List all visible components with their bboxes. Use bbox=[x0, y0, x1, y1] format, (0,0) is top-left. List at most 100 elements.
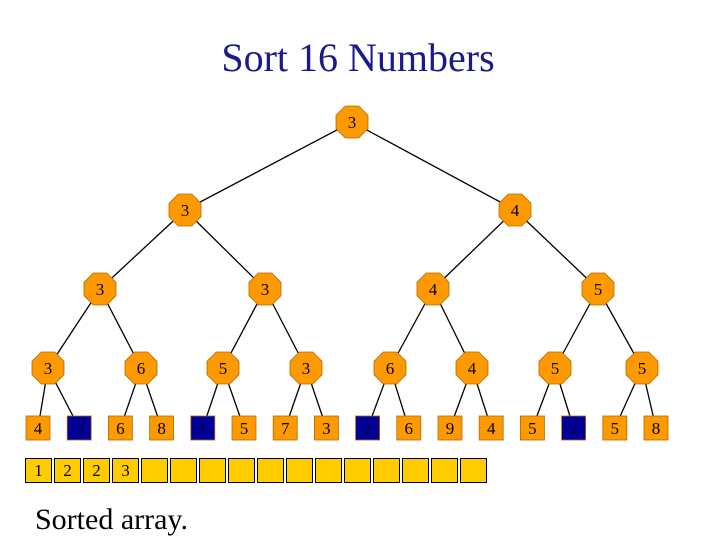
node-value: 3 bbox=[261, 280, 270, 299]
slide-title: Sort 16 Numbers bbox=[221, 35, 495, 80]
tree-node: 3 bbox=[289, 351, 323, 385]
node-value: 3 bbox=[75, 419, 84, 438]
tree-node: 5 bbox=[581, 272, 615, 306]
leaf-box bbox=[25, 415, 51, 441]
tree-edge bbox=[99, 209, 186, 290]
tree-node: 5 bbox=[538, 351, 572, 385]
array-cell bbox=[228, 458, 255, 483]
node-octagon bbox=[416, 272, 450, 306]
leaf-node: 9 bbox=[437, 415, 463, 441]
tree-node: 3 bbox=[168, 193, 202, 227]
tree-node: 6 bbox=[373, 351, 407, 385]
leaf-box bbox=[272, 415, 298, 441]
node-value: 5 bbox=[551, 359, 560, 378]
leaf-box bbox=[520, 415, 545, 441]
tree-edge bbox=[514, 209, 599, 290]
node-value: 2 bbox=[569, 419, 578, 438]
node-value: 1 bbox=[199, 419, 208, 438]
tree-node: 6 bbox=[124, 351, 158, 385]
node-value: 6 bbox=[386, 359, 395, 378]
tree-edge bbox=[184, 209, 266, 290]
node-value: 5 bbox=[594, 280, 603, 299]
leaf-node: 2 bbox=[561, 415, 586, 441]
tree-node: 5 bbox=[206, 351, 240, 385]
node-value: 3 bbox=[181, 201, 190, 220]
tree-node: 5 bbox=[625, 351, 659, 385]
node-value: 5 bbox=[611, 419, 620, 438]
node-value: 3 bbox=[348, 113, 357, 132]
node-value: 5 bbox=[638, 359, 647, 378]
node-value: 6 bbox=[116, 419, 125, 438]
array-cell: 3 bbox=[112, 458, 139, 483]
array-cell: 1 bbox=[25, 458, 52, 483]
node-octagon bbox=[289, 351, 323, 385]
leaf-box bbox=[478, 415, 504, 441]
array-cell bbox=[344, 458, 371, 483]
array-cell bbox=[315, 458, 342, 483]
tree-node: 4 bbox=[416, 272, 450, 306]
node-octagon bbox=[248, 272, 282, 306]
leaf-node: 5 bbox=[520, 415, 545, 441]
node-value: 9 bbox=[446, 419, 455, 438]
leaf-box bbox=[66, 415, 92, 441]
leaf-node: 5 bbox=[602, 415, 628, 441]
array-cell: 2 bbox=[83, 458, 110, 483]
leaf-box bbox=[437, 415, 463, 441]
node-octagon bbox=[625, 351, 659, 385]
tree-node: 3 bbox=[335, 105, 369, 139]
node-value: 4 bbox=[429, 280, 438, 299]
node-value: 2 bbox=[363, 419, 372, 438]
leaf-box bbox=[602, 415, 628, 441]
node-value: 3 bbox=[44, 359, 53, 378]
node-value: 7 bbox=[281, 419, 290, 438]
sorted-array-label: Sorted array. bbox=[35, 503, 188, 536]
node-octagon bbox=[83, 272, 117, 306]
node-value: 3 bbox=[302, 359, 311, 378]
node-value: 6 bbox=[405, 419, 414, 438]
node-value: 4 bbox=[468, 359, 477, 378]
array-cell bbox=[199, 458, 226, 483]
leaf-node: 7 bbox=[272, 415, 298, 441]
array-cell bbox=[257, 458, 284, 483]
node-octagon bbox=[31, 351, 65, 385]
node-octagon bbox=[455, 351, 489, 385]
leaf-node: 1 bbox=[190, 415, 216, 441]
node-value: 5 bbox=[219, 359, 228, 378]
leaf-box bbox=[149, 415, 175, 441]
array-cell bbox=[402, 458, 429, 483]
leaf-node: 5 bbox=[231, 415, 257, 441]
array-cell bbox=[286, 458, 313, 483]
leaf-node: 8 bbox=[643, 415, 669, 441]
leaf-node: 6 bbox=[108, 415, 133, 441]
leaf-node: 8 bbox=[149, 415, 175, 441]
node-value: 8 bbox=[652, 419, 661, 438]
tree-node: 4 bbox=[455, 351, 489, 385]
leaf-node: 4 bbox=[25, 415, 51, 441]
leaf-box bbox=[643, 415, 669, 441]
node-octagon bbox=[124, 351, 158, 385]
array-cell bbox=[460, 458, 487, 483]
tree-edge bbox=[432, 209, 516, 290]
tree-node: 3 bbox=[83, 272, 117, 306]
leaf-node: 3 bbox=[313, 415, 339, 441]
leaf-node: 6 bbox=[396, 415, 422, 441]
tree-node: 3 bbox=[248, 272, 282, 306]
node-octagon bbox=[498, 193, 532, 227]
node-value: 4 bbox=[34, 419, 43, 438]
node-value: 3 bbox=[96, 280, 105, 299]
node-value: 5 bbox=[240, 419, 249, 438]
node-value: 6 bbox=[137, 359, 146, 378]
node-octagon bbox=[373, 351, 407, 385]
node-octagon bbox=[335, 105, 369, 139]
node-octagon bbox=[538, 351, 572, 385]
node-value: 4 bbox=[487, 419, 496, 438]
tree-edge bbox=[351, 121, 516, 211]
array-cell bbox=[170, 458, 197, 483]
leaf-box bbox=[355, 415, 381, 441]
tree-node: 4 bbox=[498, 193, 532, 227]
leaf-node: 4 bbox=[478, 415, 504, 441]
leaf-box bbox=[313, 415, 339, 441]
leaf-box bbox=[108, 415, 133, 441]
node-value: 3 bbox=[322, 419, 331, 438]
